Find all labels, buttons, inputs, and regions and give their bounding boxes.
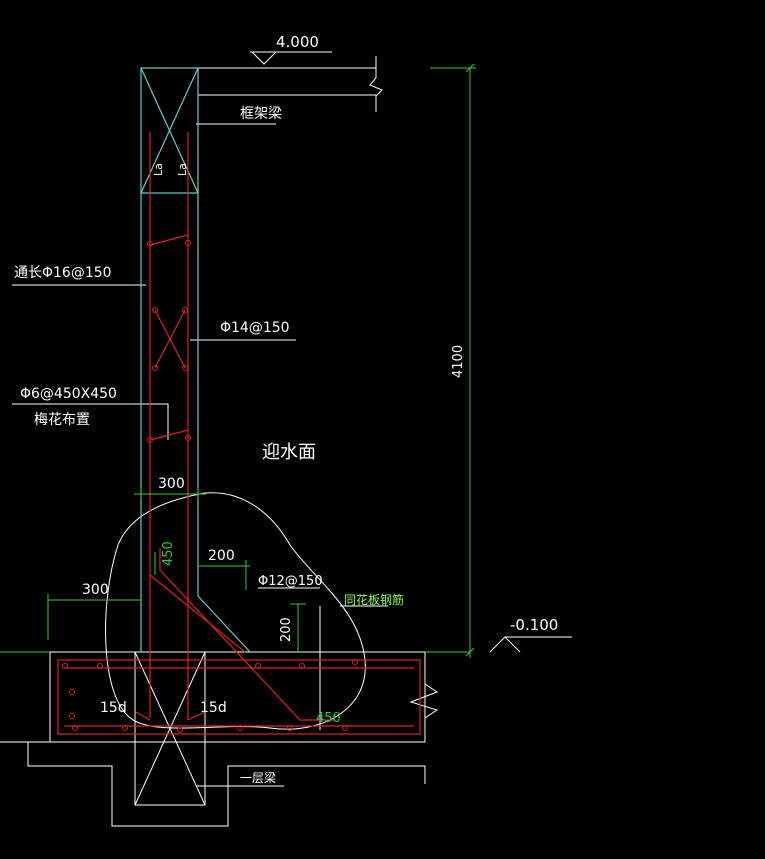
labels: 4.000 框架梁 La La 通长Φ16@150 Φ14@150 Φ6@450… bbox=[14, 33, 558, 785]
anchor-right-label: 15d bbox=[200, 700, 227, 716]
la-left-label: La bbox=[152, 163, 165, 176]
dim-300-top-label: 300 bbox=[158, 476, 185, 492]
dim-450-label: 450 bbox=[161, 541, 176, 566]
wall-outline bbox=[140, 67, 251, 653]
la-right-label: La bbox=[176, 163, 189, 176]
slab-bar-label: 同花板钢筋 bbox=[344, 592, 404, 607]
structure-outline bbox=[0, 51, 572, 827]
rebar bbox=[57, 132, 421, 735]
elevation-bottom-label: -0.100 bbox=[510, 616, 558, 634]
rebar-dots bbox=[62, 240, 358, 733]
stirrup-label: Φ14@150 bbox=[220, 320, 290, 336]
dim-200-a-label: 200 bbox=[208, 548, 235, 564]
haunch-bar-label: Φ12@150 bbox=[258, 574, 323, 589]
dim-4100-label: 4100 bbox=[451, 345, 466, 378]
dim-300-left-label: 300 bbox=[82, 582, 109, 598]
frame-beam-label: 框架梁 bbox=[240, 106, 282, 122]
tie-spec-label: Φ6@450X450 bbox=[20, 386, 117, 402]
tie-layout-label: 梅花布置 bbox=[34, 412, 90, 428]
anchor-left-label: 15d bbox=[100, 700, 127, 716]
water-face-label: 迎水面 bbox=[262, 442, 316, 463]
dim-450-bottom-label: 450 bbox=[316, 711, 341, 726]
long-rebar-label: 通长Φ16@150 bbox=[14, 265, 112, 281]
dimensions bbox=[0, 63, 476, 658]
elevation-top-label: 4.000 bbox=[276, 33, 319, 51]
dim-200-b-label: 200 bbox=[279, 617, 294, 642]
ground-beam-label: 一层梁 bbox=[240, 770, 276, 785]
